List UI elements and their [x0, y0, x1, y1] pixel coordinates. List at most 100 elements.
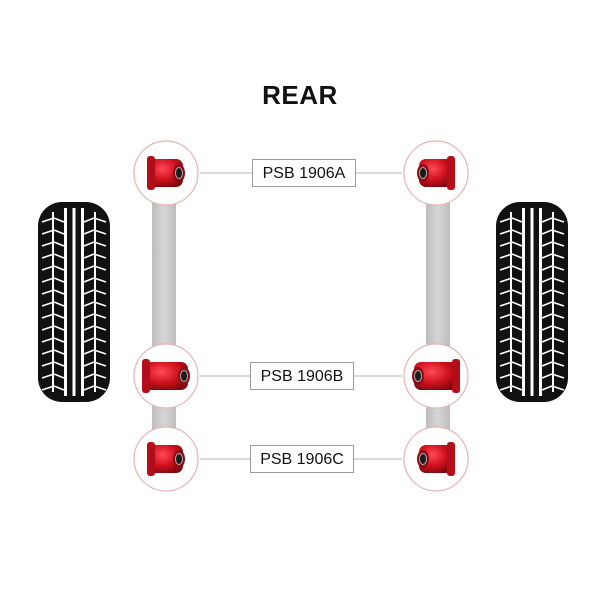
tread-mark [93, 313, 107, 319]
tread-mark [83, 289, 95, 295]
tread-mark [499, 277, 513, 283]
bushing-flange [447, 442, 455, 476]
tread-mark [511, 217, 523, 223]
tread-mark [499, 385, 513, 391]
tread-mark [93, 217, 107, 223]
tread-mark [53, 385, 65, 391]
tread-mark [83, 325, 95, 331]
bushing-body [419, 445, 453, 473]
bushing-bore [175, 167, 183, 179]
bushing-body [149, 445, 183, 473]
tread-mark [93, 253, 107, 259]
tread-mark [541, 373, 553, 379]
bushing-bore [414, 370, 422, 382]
tread-mark [53, 361, 65, 367]
bushing-flange [147, 156, 155, 190]
tread-mark [41, 373, 55, 379]
tread-mark [53, 253, 65, 259]
tread-mark [41, 349, 55, 355]
tread-mark [83, 361, 95, 367]
tread-mark [511, 265, 523, 271]
bushing-flange [147, 442, 155, 476]
bushing-body [149, 159, 183, 187]
tread-mark [41, 253, 55, 259]
tire-icon [496, 202, 568, 402]
tread-mark [541, 241, 553, 247]
tread-mark [499, 349, 513, 355]
tread-mark [83, 265, 95, 271]
tread-mark [93, 361, 107, 367]
tread-mark [83, 229, 95, 235]
tread-mark [93, 349, 107, 355]
tread-mark [541, 277, 553, 283]
tread-mark [83, 217, 95, 223]
tread-mark [93, 277, 107, 283]
tread-mark [93, 385, 107, 391]
tread-mark [551, 361, 565, 367]
tread-mark [41, 289, 55, 295]
part-label-1906b: PSB 1906B [250, 362, 354, 390]
bushing-flange [447, 156, 455, 190]
tread-mark [41, 229, 55, 235]
tread-mark [53, 301, 65, 307]
tread-mark [41, 241, 55, 247]
tread-mark [499, 241, 513, 247]
tread-mark [511, 361, 523, 367]
bushing-bore [180, 370, 188, 382]
tread-mark [41, 385, 55, 391]
tire-icon [38, 202, 110, 402]
tread-mark [541, 349, 553, 355]
tread-mark [41, 265, 55, 271]
tread-mark [41, 361, 55, 367]
tread-mark [83, 277, 95, 283]
tread-mark [499, 217, 513, 223]
tread-mark [499, 373, 513, 379]
tread-mark [53, 313, 65, 319]
tread-mark [93, 289, 107, 295]
tread-mark [541, 301, 553, 307]
tread-mark [551, 265, 565, 271]
tread-mark [93, 325, 107, 331]
tread-mark [83, 301, 95, 307]
tread-mark [53, 337, 65, 343]
tread-mark [41, 217, 55, 223]
tread-mark [551, 253, 565, 259]
tread-mark [551, 313, 565, 319]
tread-mark [53, 373, 65, 379]
tread-mark [83, 349, 95, 355]
tread-mark [551, 373, 565, 379]
tread-mark [541, 289, 553, 295]
tread-mark [53, 265, 65, 271]
tread-mark [551, 217, 565, 223]
tread-mark [541, 313, 553, 319]
tread-mark [83, 337, 95, 343]
tread-mark [511, 313, 523, 319]
tread-mark [499, 229, 513, 235]
tread-mark [511, 241, 523, 247]
tread-mark [541, 361, 553, 367]
bushing-icon [133, 343, 199, 409]
tread-mark [83, 385, 95, 391]
tread-mark [551, 337, 565, 343]
tread-mark [541, 229, 553, 235]
tread-mark [551, 277, 565, 283]
tread-mark [551, 385, 565, 391]
bushing-icon [403, 140, 469, 206]
tread-mark [41, 277, 55, 283]
tread-mark [499, 313, 513, 319]
tread-mark [53, 277, 65, 283]
tread-mark [541, 253, 553, 259]
part-label-1906c: PSB 1906C [250, 445, 354, 473]
bushing-icon [403, 426, 469, 492]
tread-mark [511, 289, 523, 295]
tread-mark [53, 217, 65, 223]
tread-mark [499, 337, 513, 343]
tread-mark [499, 361, 513, 367]
tread-mark [83, 373, 95, 379]
tread-mark [511, 229, 523, 235]
tread-mark [41, 325, 55, 331]
tread-mark [541, 265, 553, 271]
tread-mark [499, 265, 513, 271]
